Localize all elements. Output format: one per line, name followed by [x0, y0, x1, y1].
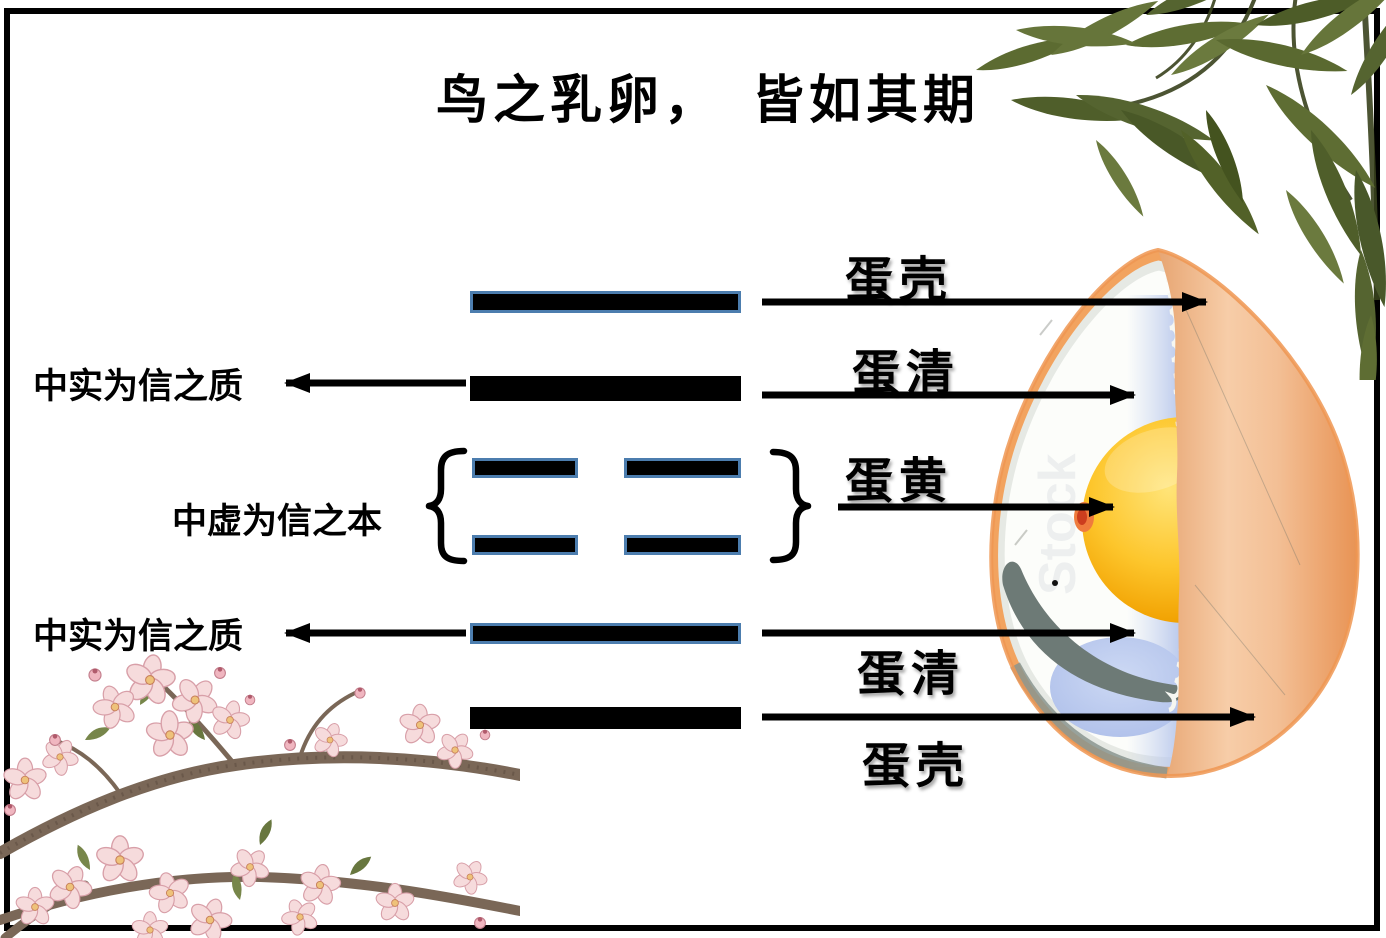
hexagram-line-3-broken: [472, 458, 578, 478]
label-eggwhite-top: 蛋清: [852, 345, 961, 401]
hexagram-line-4-broken: [624, 535, 741, 555]
label-eggshell-top: 蛋壳: [845, 252, 954, 308]
egg-germinal-disc-core: [1077, 509, 1087, 525]
right-brace: [769, 448, 812, 564]
egg-shell-face: [1158, 250, 1358, 776]
hexagram-line-2-solid: [470, 376, 741, 401]
slide-title: 鸟之乳卵， 皆如其期: [436, 70, 981, 131]
egg-hairline-marks: [1014, 302, 1301, 696]
hexagram-line-5-solid: [470, 623, 741, 644]
hexagram-line-1-solid: [470, 291, 741, 313]
label-eggshell-bottom: 蛋壳: [862, 738, 971, 794]
egg-cutaway-illustration: Stock: [989, 247, 1360, 779]
annotation-solid-top: 中实为信之质: [33, 367, 244, 406]
hexagram-line-4-broken: [472, 535, 578, 555]
egg-outline: [989, 247, 1360, 779]
label-eggwhite-bottom: 蛋清: [857, 646, 966, 702]
hexagram-line-6-solid: [470, 707, 741, 729]
blossom-decoration-icon: [0, 649, 520, 938]
hexagram-line-3-broken: [624, 458, 741, 478]
annotation-broken-middle: 中虚为信之本: [172, 502, 383, 541]
egg-speck: [1052, 580, 1058, 586]
annotation-solid-bottom: 中实为信之质: [33, 617, 244, 656]
left-brace: [425, 447, 468, 565]
label-eggyolk: 蛋黄: [845, 453, 954, 509]
egg-inner-membrane-arc: [1010, 662, 1168, 779]
